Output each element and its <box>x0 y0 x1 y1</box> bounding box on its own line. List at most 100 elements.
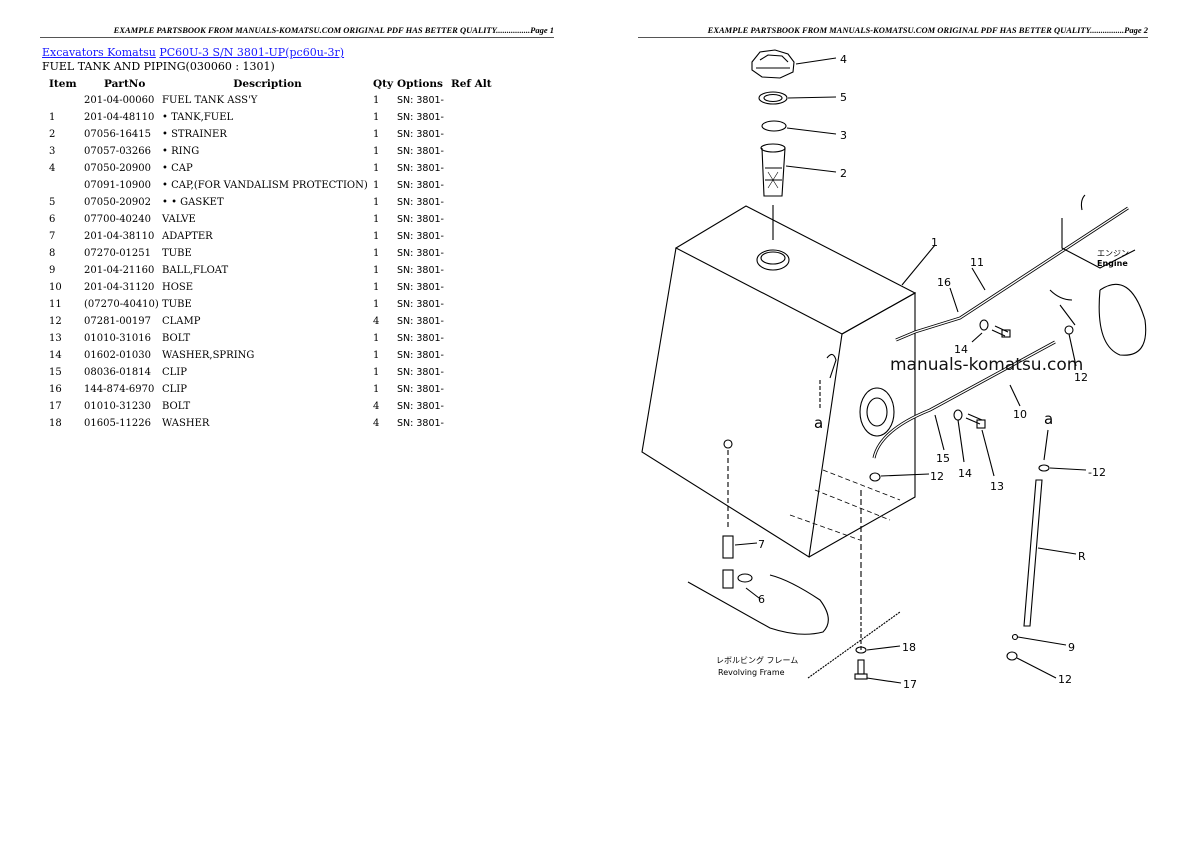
cell-item <box>42 177 84 194</box>
cell-partno: 08036-01814 <box>84 367 152 378</box>
cell-description: • RING <box>162 146 200 157</box>
callout-7: 7 <box>758 538 765 551</box>
cell-description: • CAP,(FOR VANDALISM PROTECTION) <box>162 180 368 191</box>
cap-icon <box>751 49 795 79</box>
cell-options: SN: 3801- <box>397 231 444 242</box>
cell-partno: 07056-16415 <box>84 129 152 140</box>
cell-item: 17 <box>49 401 62 412</box>
cell-options: SN: 3801- <box>397 333 444 344</box>
cell-item: 8 <box>49 248 56 259</box>
cell-qty: 4 <box>373 418 380 429</box>
callout-5: 5 <box>840 91 847 104</box>
cell-refalt <box>451 279 492 296</box>
callout-2: 2 <box>840 167 847 180</box>
callout-13: 13 <box>990 480 1004 493</box>
callout-12a: 12 <box>1074 371 1088 384</box>
callout-18: 18 <box>902 641 916 654</box>
callout-4: 4 <box>840 53 847 66</box>
cell-refalt <box>451 381 492 398</box>
cell-partno: 01602-01030 <box>84 350 152 361</box>
cell-options: SN: 3801- <box>397 316 444 327</box>
cell-partno: 201-04-48110 <box>84 112 155 123</box>
marker-a-left: a <box>814 414 823 432</box>
callout-12b: 12 <box>930 470 944 483</box>
cell-options: SN: 3801- <box>397 146 444 157</box>
cell-refalt <box>451 398 492 415</box>
cell-options: SN: 3801- <box>397 350 444 361</box>
cell-item: 3 <box>49 146 56 157</box>
cell-qty: 1 <box>373 146 380 157</box>
cell-refalt <box>451 262 492 279</box>
cell-description: BOLT <box>162 401 191 412</box>
cell-description: CLAMP <box>162 316 201 327</box>
cell-partno: 07057-03266 <box>84 146 152 157</box>
callout-10: 10 <box>1013 408 1027 421</box>
cell-qty: 1 <box>373 333 380 344</box>
cell-partno: 07050-20902 <box>84 197 152 208</box>
table-row: 13 01010-31016 BOLT 1 SN: 3801- <box>42 330 492 347</box>
cell-options: SN: 3801- <box>397 418 444 429</box>
engine-label: Engine <box>1097 259 1128 268</box>
callout-R: R <box>1078 550 1086 563</box>
cell-refalt <box>451 228 492 245</box>
cell-partno: 07281-00197 <box>84 316 152 327</box>
cell-qty: 1 <box>373 231 380 242</box>
cell-item: 18 <box>49 418 62 429</box>
callout-1: 1 <box>931 236 938 249</box>
cell-refalt <box>451 330 492 347</box>
cell-partno: 201-04-38110 <box>84 231 155 242</box>
col-header-description: Description <box>233 78 302 90</box>
cell-qty: 1 <box>373 248 380 259</box>
cell-partno: 07270-01251 <box>84 248 152 259</box>
cell-description: TUBE <box>162 248 192 259</box>
cell-options: SN: 3801- <box>397 112 444 123</box>
col-header-options: Options <box>397 78 443 90</box>
engine-label-jp: エンジン <box>1097 249 1129 258</box>
callout-12c: -12 <box>1088 466 1106 479</box>
cell-options: SN: 3801- <box>397 299 444 310</box>
table-header-row: Item PartNo Description Qty Options Ref … <box>42 76 492 92</box>
cell-description: • TANK,FUEL <box>162 112 234 123</box>
cell-item: 15 <box>49 367 62 378</box>
cell-refalt <box>451 160 492 177</box>
cell-qty: 1 <box>373 299 380 310</box>
breadcrumb-link-excavators[interactable]: Excavators Komatsu <box>42 46 156 59</box>
cell-item: 13 <box>49 333 62 344</box>
cell-options: SN: 3801- <box>397 197 444 208</box>
callout-15: 15 <box>936 452 950 465</box>
cell-qty: 1 <box>373 95 380 106</box>
cell-refalt <box>451 211 492 228</box>
cell-partno: 144-874-6970 <box>84 384 155 395</box>
cell-description: • • GASKET <box>162 197 224 208</box>
cell-item: 14 <box>49 350 62 361</box>
col-header-partno: PartNo <box>104 78 146 90</box>
cell-partno: 01010-31016 <box>84 333 152 344</box>
cell-description: BOLT <box>162 333 191 344</box>
table-row: 3 07057-03266 • RING 1 SN: 3801- <box>42 143 492 160</box>
cell-qty: 1 <box>373 214 380 225</box>
callout-16: 16 <box>937 276 951 289</box>
cell-description: FUEL TANK ASS'Y <box>162 95 258 106</box>
col-header-refalt: Ref Alt <box>451 78 492 90</box>
cell-partno: 201-04-21160 <box>84 265 155 276</box>
cell-options: SN: 3801- <box>397 384 444 395</box>
cell-description: TUBE <box>162 299 192 310</box>
cell-partno: 07700-40240 <box>84 214 152 225</box>
cell-item <box>42 92 84 109</box>
cell-description: CLIP <box>162 367 187 378</box>
cell-qty: 1 <box>373 367 380 378</box>
callout-14a: 14 <box>954 343 968 356</box>
breadcrumb-link-model[interactable]: PC60U-3 S/N 3801-UP(pc60u-3r) <box>159 46 345 59</box>
